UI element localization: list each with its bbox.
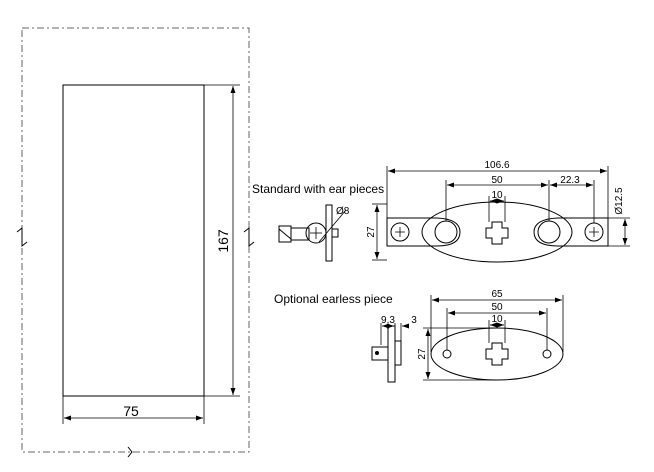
hole-left [442, 349, 452, 359]
diameter-label: Ø12.5 [614, 187, 625, 215]
side-spindle [371, 346, 389, 361]
width-label: 75 [123, 403, 139, 419]
screw-left-cross [395, 227, 405, 237]
height-label: 27 [366, 226, 377, 238]
side-nub [394, 340, 402, 366]
offset-label: 22.3 [560, 175, 580, 186]
screw-right-cross [589, 227, 599, 237]
ear-right [533, 217, 609, 247]
overall-label: 106.6 [484, 160, 509, 171]
hole-left [434, 220, 458, 244]
standard-side-view: Ø8 [278, 204, 350, 262]
standard-section: Standard with ear pieces Ø8 [252, 160, 630, 263]
side-diameter-label: Ø8 [336, 206, 350, 217]
optional-section: Optional earless piece 9.3 3 65 [274, 289, 564, 383]
center-label: 10 [491, 190, 503, 201]
break-mark-bottom [127, 446, 133, 458]
hole-right [542, 349, 552, 359]
optional-side-view: 9.3 3 [371, 315, 417, 383]
standard-top-view: 106.6 50 10 22.3 27 Ø12.5 [366, 160, 630, 263]
break-mark-left [16, 226, 28, 248]
optional-caption: Optional earless piece [274, 292, 393, 306]
front-view: 75 167 [16, 27, 255, 458]
side-plate [387, 325, 396, 383]
hole-right [537, 220, 561, 244]
side-b-label: 3 [411, 315, 417, 326]
spindle-hole [485, 221, 509, 245]
escutcheon-ellipse [421, 201, 573, 263]
side-boss [305, 222, 327, 244]
side-screw-mark [278, 228, 292, 240]
side-spindle-dot [375, 351, 379, 355]
side-diameter-leader [318, 209, 347, 243]
height-label: 27 [417, 348, 428, 360]
break-mark-right [243, 226, 255, 248]
standard-caption: Standard with ear pieces [252, 182, 384, 196]
screw-left [390, 222, 410, 242]
side-ear [290, 227, 310, 241]
overall-label: 65 [491, 289, 503, 300]
spindle-hole [485, 342, 509, 366]
handle-body [62, 84, 205, 397]
optional-top-view: 65 50 10 27 [417, 289, 564, 381]
height-label: 167 [215, 229, 231, 253]
span-label: 50 [491, 175, 503, 186]
cutout-outline-dashed [21, 27, 250, 453]
span-label: 50 [491, 302, 503, 313]
side-a-label: 9.3 [381, 315, 395, 326]
side-nub [331, 228, 339, 238]
center-label: 10 [491, 314, 503, 325]
